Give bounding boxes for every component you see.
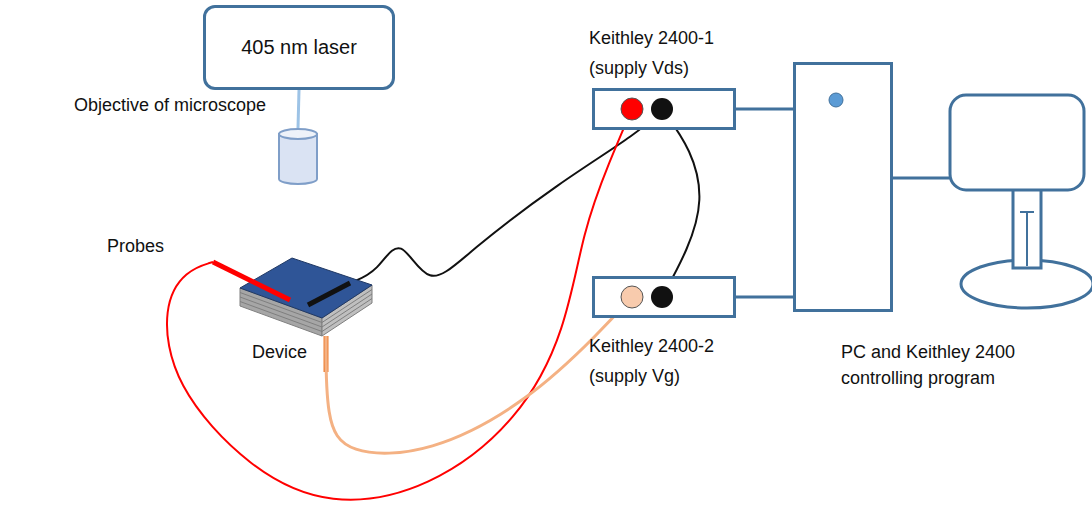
monitor-neck-detail: [1026, 212, 1028, 266]
laser-box: 405 nm laser: [203, 5, 395, 90]
shape-outline: [595, 279, 739, 321]
terminal: [621, 286, 643, 308]
device-stack: Device: [240, 255, 375, 337]
shape-outline: [240, 255, 375, 337]
terminal: [651, 98, 673, 120]
node-label: 405 nm laser: [241, 35, 357, 60]
sourcemeter-box: Keithley 2400-2 (supply Vg): [592, 276, 736, 318]
control-cable: [736, 296, 793, 299]
source-probe: [213, 262, 290, 300]
drain-wire: [350, 109, 662, 283]
light-path: [298, 90, 299, 128]
shape-outline: [278, 128, 318, 185]
monitor-neck: [1013, 188, 1041, 268]
device-top: [240, 258, 372, 318]
monitor-screen: [950, 95, 1084, 190]
lens-top: [279, 129, 317, 139]
node-label: Device: [252, 341, 307, 364]
part-label: Probes: [107, 236, 164, 257]
node-label: Keithley 2400-2 (supply Vg): [589, 331, 759, 391]
shape-outline: [595, 91, 739, 133]
power-led: [829, 93, 843, 107]
pc-monitor-cable: [893, 177, 950, 180]
node-label: PC and Keithley 2400 controlling program: [841, 339, 1046, 391]
terminal: [651, 286, 673, 308]
control-cable: [736, 108, 793, 111]
source-wire: [167, 109, 632, 500]
lens-body: [279, 134, 317, 184]
ground-jumper: [662, 109, 699, 297]
terminal: [621, 98, 643, 120]
gate-wire: [326, 297, 632, 453]
node-label: Objective of microscope: [74, 94, 266, 117]
objective-lens: Objective of microscope: [278, 128, 318, 185]
drain-probe: [308, 283, 350, 305]
shape-outline: [796, 65, 896, 315]
node-label: Keithley 2400-1 (supply Vds): [589, 23, 759, 83]
sourcemeter-box: Keithley 2400-1 (supply Vds): [592, 88, 736, 130]
pc-tower: PC and Keithley 2400 controlling program: [793, 62, 893, 312]
